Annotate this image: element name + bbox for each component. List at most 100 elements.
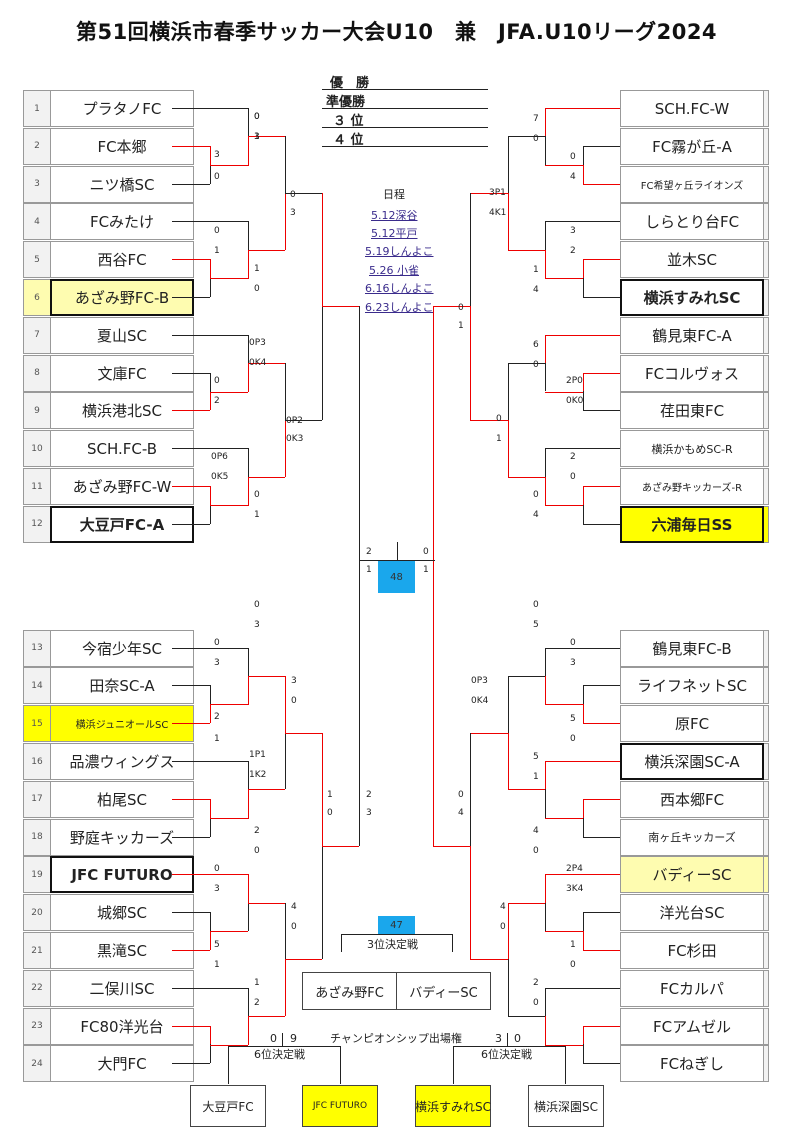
rank-divider bbox=[322, 146, 488, 147]
bracket-line bbox=[583, 372, 620, 374]
bracket-line bbox=[248, 675, 285, 677]
match-score: 3P1 bbox=[489, 188, 506, 198]
team-name: あざみ野FC-W bbox=[50, 468, 194, 505]
match-score: 1 bbox=[214, 960, 220, 970]
bracket-line bbox=[172, 221, 248, 223]
bracket-line bbox=[322, 846, 359, 848]
bracket-line bbox=[248, 448, 249, 505]
bracket-line bbox=[172, 912, 210, 914]
schedule-date[interactable]: 5.12深谷 bbox=[371, 209, 418, 222]
bracket-line bbox=[583, 912, 584, 950]
bracket-line bbox=[172, 108, 248, 109]
bracket-line bbox=[545, 108, 546, 165]
bracket-line bbox=[172, 1063, 210, 1065]
bracket-line bbox=[583, 798, 584, 818]
bracket-line bbox=[285, 959, 286, 1017]
match-score: 0 bbox=[533, 846, 539, 856]
team-number: 6 bbox=[23, 279, 51, 316]
team-name: 洋光台SC bbox=[620, 894, 764, 932]
bracket-line bbox=[210, 504, 248, 506]
match-score: 5 bbox=[533, 620, 539, 630]
match-score: 0 bbox=[570, 638, 576, 648]
team-name: FCみたけ bbox=[50, 203, 194, 241]
bracket-line bbox=[172, 448, 248, 450]
bracket-line bbox=[545, 334, 546, 364]
schedule-label: 日程 bbox=[383, 188, 405, 201]
schedule-date[interactable]: 5.12平戸 bbox=[371, 227, 418, 240]
team-number: 22 bbox=[23, 969, 51, 1007]
bracket-line bbox=[172, 334, 248, 336]
bracket-line bbox=[172, 1025, 210, 1027]
match-score: 3 bbox=[214, 150, 220, 160]
team-name: あざみ野FC-B bbox=[50, 279, 194, 316]
bracket-line bbox=[583, 259, 584, 297]
bracket-line bbox=[172, 761, 248, 762]
bracket-line bbox=[545, 504, 583, 506]
team-name: 横浜港北SC bbox=[50, 392, 194, 430]
bracket-line bbox=[583, 486, 620, 487]
bracket-line bbox=[210, 486, 211, 505]
match-score: 1 bbox=[423, 565, 429, 575]
right-score-a: 3 bbox=[495, 1032, 502, 1045]
team-name: FC本郷 bbox=[50, 127, 194, 165]
bracket-line bbox=[508, 363, 545, 365]
bracket-line bbox=[508, 249, 545, 251]
bracket-line bbox=[210, 685, 211, 724]
bracket-line bbox=[248, 1016, 249, 1046]
bracket-line bbox=[583, 931, 584, 950]
match-score: 0 bbox=[254, 600, 260, 610]
schedule-date[interactable]: 5.26 小雀 bbox=[369, 264, 419, 277]
bracket-line bbox=[545, 108, 620, 109]
team-name: 品濃ウィングス bbox=[50, 743, 194, 780]
bracket-line bbox=[583, 685, 620, 687]
bracket-line bbox=[172, 723, 210, 725]
bracket-line bbox=[545, 817, 583, 819]
left-stem-b bbox=[340, 1046, 341, 1084]
match-score: 0 bbox=[254, 490, 260, 500]
team-name: 野庭キッカーズ bbox=[50, 818, 194, 856]
team-name: 南ヶ丘キッカーズ bbox=[620, 818, 764, 856]
team-name: 田奈SC-A bbox=[50, 667, 194, 705]
final-match-number: 48 bbox=[378, 561, 415, 593]
rank-divider bbox=[322, 89, 488, 90]
bracket-line bbox=[285, 419, 286, 477]
team-number: 1 bbox=[23, 90, 51, 127]
match-score: 0 bbox=[458, 303, 464, 313]
schedule-date[interactable]: 6.16しんよこ bbox=[365, 282, 434, 295]
schedule-date[interactable]: 6.23しんよこ bbox=[365, 301, 434, 314]
match-score: 4 bbox=[291, 902, 297, 912]
bracket-line bbox=[433, 306, 434, 560]
right-stem-a bbox=[453, 1046, 454, 1084]
bracket-line bbox=[210, 145, 211, 165]
bracket-line bbox=[248, 789, 285, 791]
match-score: 0 bbox=[570, 734, 576, 744]
team-name: FC希望ヶ丘ライオンズ bbox=[620, 165, 764, 203]
schedule-date[interactable]: 5.19しんよこ bbox=[365, 245, 434, 258]
bracket-line bbox=[508, 136, 509, 250]
third-place-label: 3位決定戦 bbox=[367, 938, 418, 951]
team-name: 文庫FC bbox=[50, 354, 194, 392]
bracket-line bbox=[583, 685, 584, 724]
right-bar bbox=[453, 1046, 566, 1047]
bracket-line bbox=[210, 931, 248, 933]
bracket-line bbox=[248, 789, 249, 819]
sixth-team-3: 横浜すみれSC bbox=[415, 1085, 491, 1127]
bracket-line bbox=[210, 1025, 211, 1045]
match-score: 1 bbox=[254, 978, 260, 988]
team-number: 13 bbox=[23, 629, 51, 667]
team-number: 9 bbox=[23, 392, 51, 430]
bracket-line bbox=[248, 136, 285, 138]
bracket-line bbox=[248, 476, 285, 478]
match-score: 2 bbox=[254, 826, 260, 836]
left-bar bbox=[228, 1046, 341, 1047]
match-score: 0P2 bbox=[286, 416, 303, 426]
team-name: 大豆戸FC-A bbox=[50, 505, 194, 543]
bracket-line bbox=[470, 846, 471, 960]
bracket-line bbox=[210, 278, 248, 280]
bracket-line bbox=[545, 1016, 546, 1046]
team-number: 19 bbox=[23, 856, 51, 894]
match-score: 0 bbox=[254, 846, 260, 856]
bracket-line bbox=[508, 902, 545, 904]
match-score: 0 bbox=[500, 922, 506, 932]
match-score: 4 bbox=[533, 285, 539, 295]
